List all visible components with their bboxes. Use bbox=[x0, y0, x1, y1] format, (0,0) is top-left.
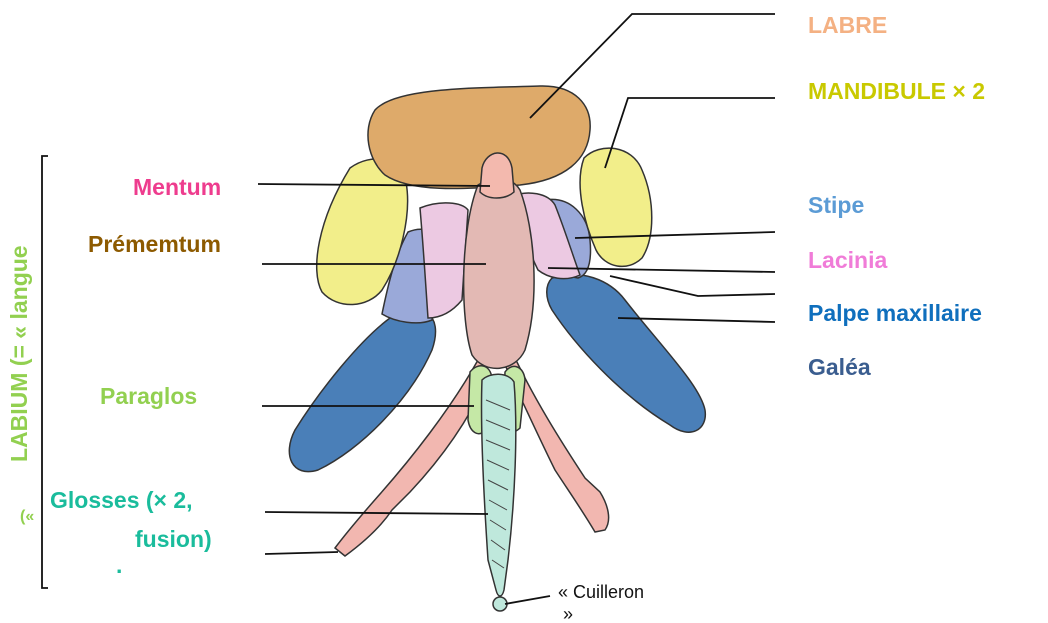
label-mandibule-count: × 2 bbox=[952, 78, 985, 104]
galea-left bbox=[289, 310, 435, 472]
label-mentum: Mentum bbox=[133, 174, 221, 200]
label-labium: LABIUM (= « langue bbox=[6, 245, 33, 462]
leader-palpe-labial bbox=[265, 552, 338, 554]
label-cuilleron-1: « Cuilleron bbox=[558, 582, 644, 603]
galea-right bbox=[547, 274, 706, 432]
prementum-shape bbox=[464, 179, 534, 369]
label-palpe-maxillaire: Palpe maxillaire bbox=[808, 300, 982, 326]
label-lacinia: Lacinia bbox=[808, 247, 887, 273]
label-prementum: Prémemtum bbox=[88, 231, 221, 257]
label-paraglos: Paraglos bbox=[100, 383, 197, 409]
lacinia-left bbox=[420, 203, 468, 318]
mentum-shape bbox=[480, 153, 514, 198]
label-glosses-1: Glosses (× 2, bbox=[50, 487, 193, 513]
label-glosses-2: fusion) bbox=[135, 526, 212, 552]
label-mandibule: MANDIBULE bbox=[808, 78, 946, 104]
leader-palpe bbox=[610, 276, 775, 296]
label-labre: LABRE bbox=[808, 12, 887, 38]
label-cuilleron-2: » bbox=[563, 604, 573, 623]
label-labium-cont: (« bbox=[20, 508, 34, 526]
label-stipe: Stipe bbox=[808, 192, 864, 218]
leader-cuilleron bbox=[505, 596, 550, 604]
label-glosses-dot: . bbox=[116, 552, 122, 578]
label-mandibule-row: MANDIBULE × 2 bbox=[808, 78, 985, 104]
cuilleron-shape bbox=[493, 597, 507, 611]
labium-bracket bbox=[42, 156, 48, 588]
label-galea: Galéa bbox=[808, 354, 871, 380]
leader-glosses bbox=[265, 512, 488, 514]
labre-shape bbox=[368, 86, 590, 189]
